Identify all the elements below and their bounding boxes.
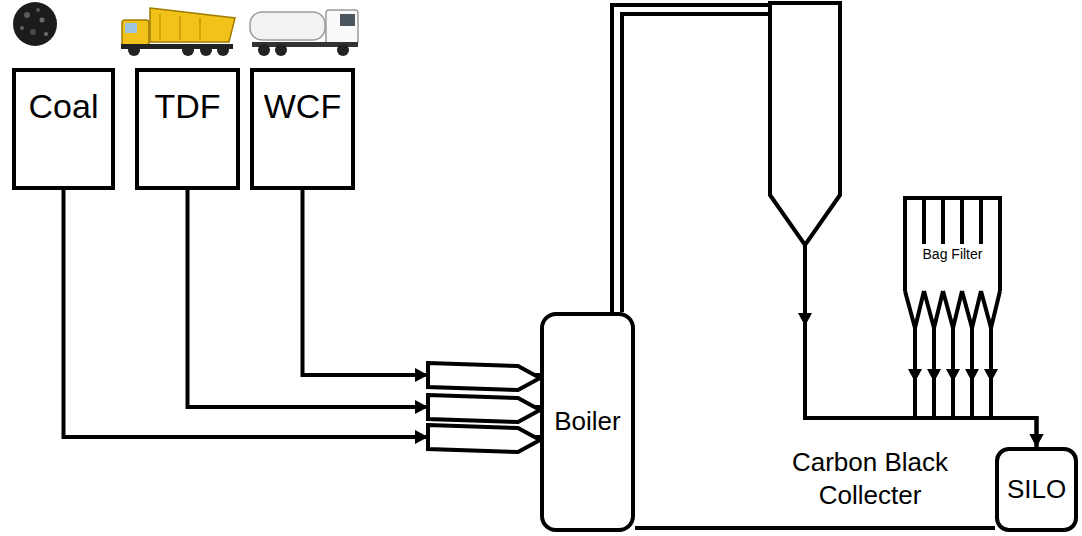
bag-filter: Bag Filter [903, 196, 1002, 346]
fuel-box: TDF [135, 68, 240, 190]
flow-line [188, 190, 541, 407]
arrow-head [1030, 434, 1044, 447]
coal-icon [13, 2, 57, 46]
arrow-head [946, 369, 960, 382]
arrow-head [965, 369, 979, 382]
fuel-box: WCF [250, 68, 355, 190]
flow-line [64, 190, 541, 437]
node-label: TDF [154, 86, 220, 127]
node-label: Coal [29, 86, 99, 127]
node-label: WCF [264, 86, 341, 127]
arrow-head [984, 369, 998, 382]
arrow-head [1030, 434, 1044, 447]
flow-connector [635, 528, 995, 529]
bag-filter-outline [903, 196, 1002, 346]
tanker-truck-icon [250, 10, 358, 56]
arrow-head [908, 369, 922, 382]
burner [428, 425, 540, 452]
flow-connector [303, 190, 541, 382]
burner-set [428, 363, 540, 452]
node-label: Bag Filter [923, 246, 983, 263]
arrow-head [798, 313, 812, 326]
boiler-vessel: Boiler [540, 312, 635, 532]
fuel-box: Coal [12, 68, 115, 190]
burner [428, 363, 540, 390]
silo-box: SILO [995, 447, 1078, 532]
cyclone-separator [770, 3, 840, 245]
flow-line [915, 346, 1037, 447]
flow-line [303, 190, 541, 375]
node-label: Boiler [554, 406, 620, 437]
dump-truck-icon [121, 8, 235, 56]
burner [428, 395, 540, 422]
flow-connector [908, 346, 1044, 447]
node-label: SILO [1007, 474, 1066, 505]
flow-line [635, 526, 995, 530]
area-label: Carbon Black Collecter [760, 446, 980, 511]
arrow-head [927, 369, 941, 382]
flow-connector [64, 190, 541, 444]
flow-connector [188, 190, 541, 414]
